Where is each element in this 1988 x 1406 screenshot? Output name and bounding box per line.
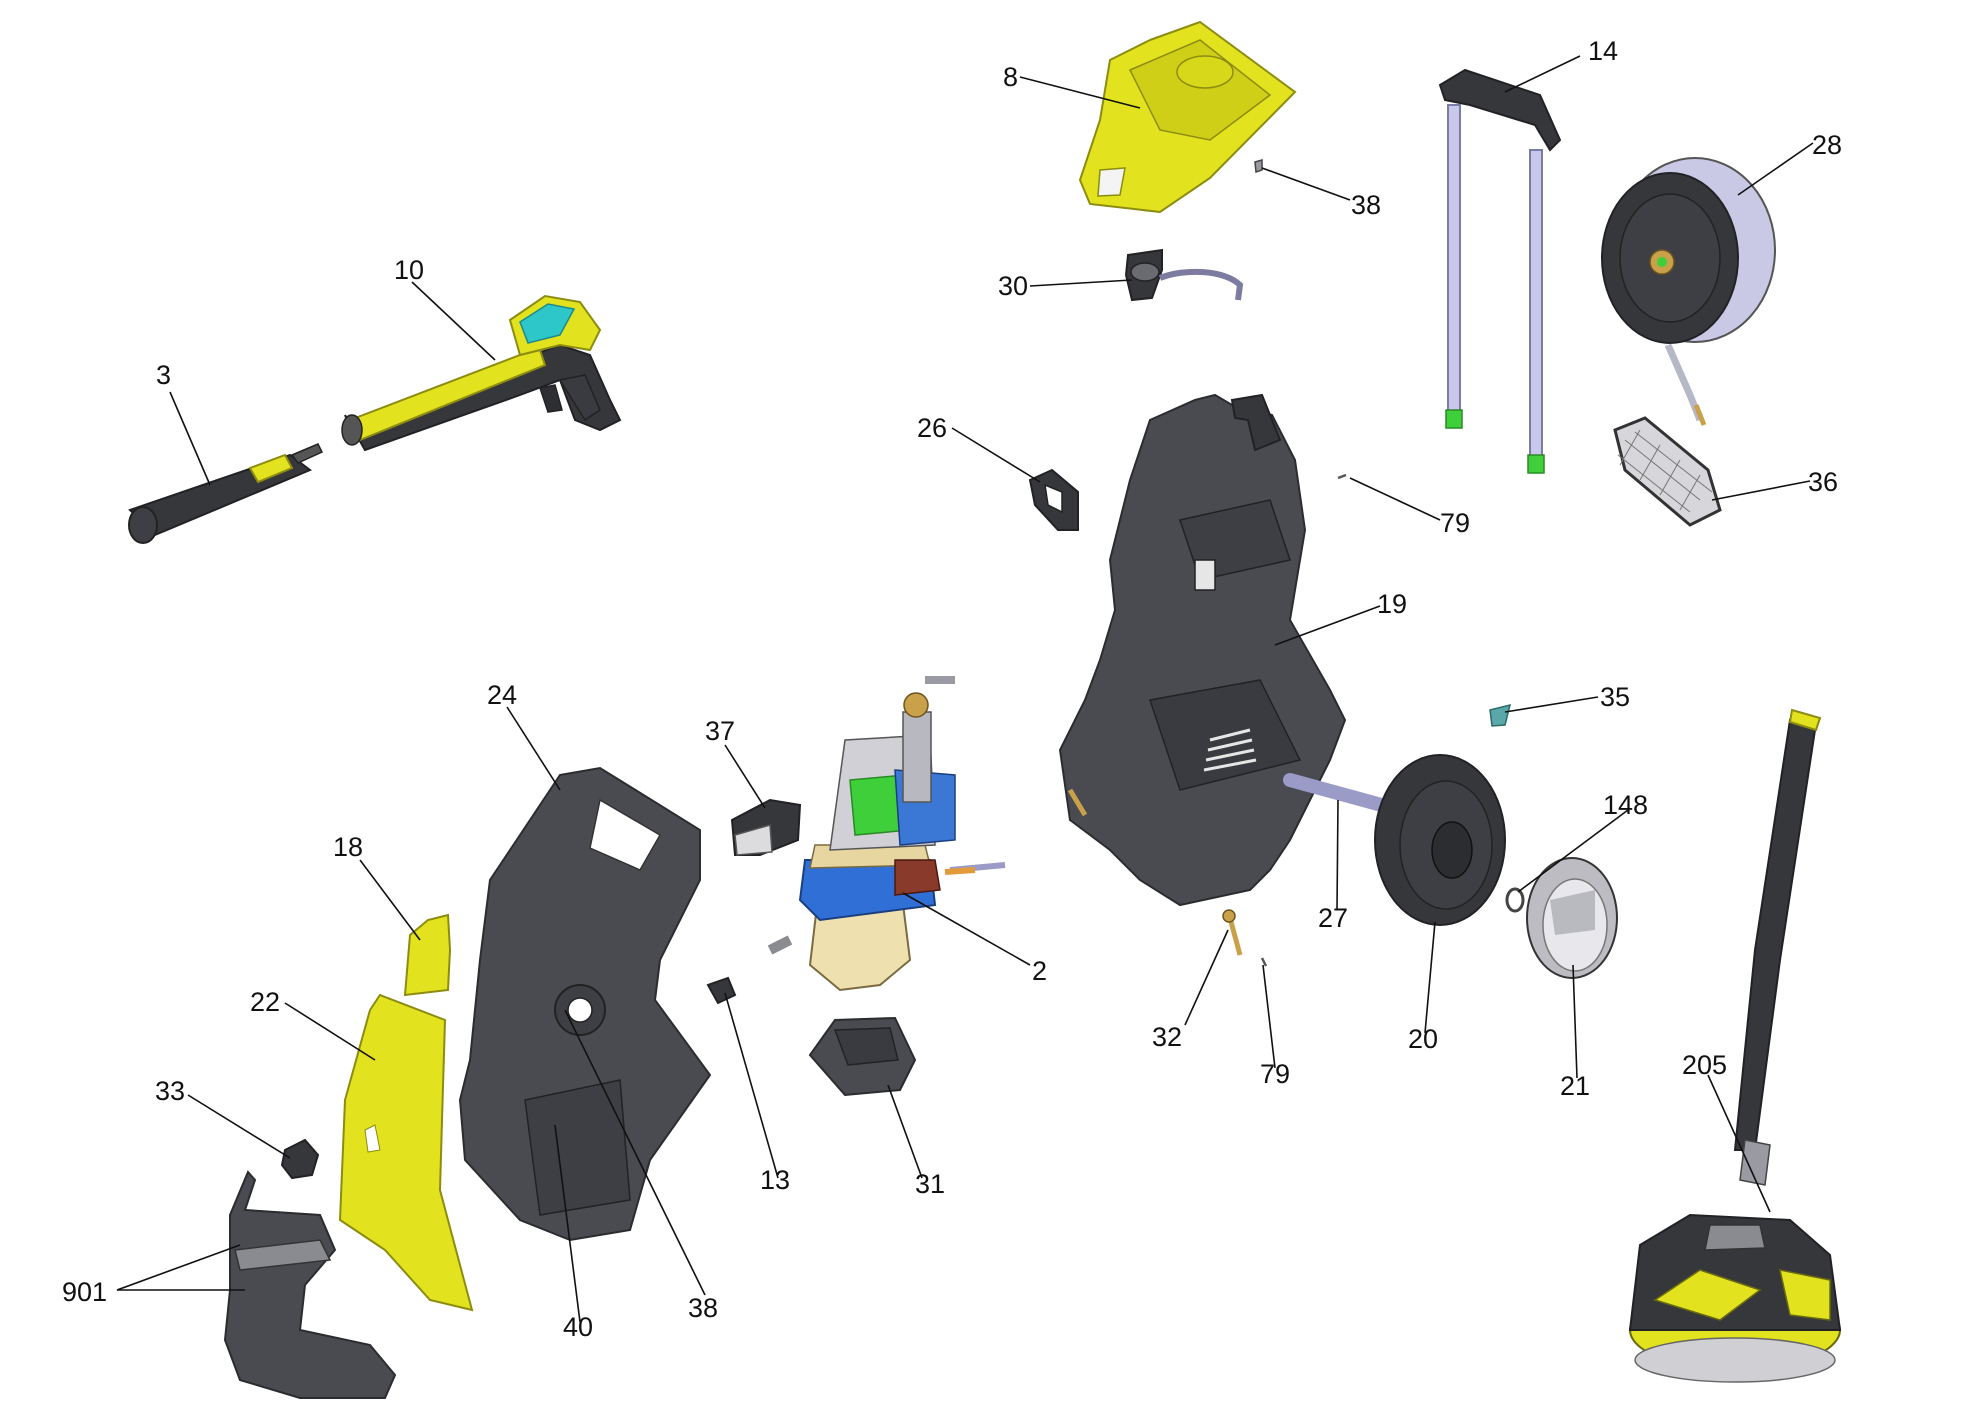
callout-2: 2 — [1032, 956, 1047, 986]
callout-32: 32 — [1152, 1022, 1182, 1052]
callout-148: 148 — [1603, 790, 1648, 820]
part-79-pin-top — [1337, 473, 1347, 480]
callout-30: 30 — [998, 271, 1028, 301]
callout-18: 18 — [333, 832, 363, 862]
part-20-wheel — [1374, 754, 1506, 926]
part-28-hose-reel — [1601, 157, 1776, 426]
callout-3: 3 — [156, 360, 171, 390]
part-19-rear-housing — [1058, 393, 1347, 907]
callout-37: 37 — [705, 716, 735, 746]
callout-205: 205 — [1682, 1050, 1727, 1080]
callout-28: 28 — [1812, 130, 1842, 160]
callout-13: 13 — [760, 1165, 790, 1195]
part-10-trigger-gun — [341, 294, 622, 452]
callout-79: 79 — [1440, 508, 1470, 538]
part-32-screw — [1067, 788, 1243, 956]
part-24-front-housing — [458, 766, 712, 1242]
part-205-surface-cleaner — [1628, 708, 1842, 1383]
part-14-handle — [1438, 68, 1562, 474]
part-33-knob — [280, 1138, 320, 1180]
part-38-clip-top — [1254, 159, 1263, 174]
part-30-connector — [1124, 248, 1244, 302]
callout-40: 40 — [563, 1312, 593, 1342]
callout-27: 27 — [1318, 903, 1348, 933]
callout-10: 10 — [394, 255, 424, 285]
part-13-plug — [706, 976, 737, 1005]
part-148-ring — [1505, 887, 1525, 913]
part-901-base-foot — [223, 1170, 397, 1399]
callout-38: 38 — [688, 1293, 718, 1323]
callout-901: 901 — [62, 1277, 107, 1307]
callout-36: 36 — [1808, 467, 1838, 497]
leader-lines — [116, 55, 1814, 1323]
callout-19: 19 — [1377, 589, 1407, 619]
callout-20: 20 — [1408, 1024, 1438, 1054]
callout-33: 33 — [155, 1076, 185, 1106]
callout-labels: 8 38 30 14 28 10 3 26 79 36 19 35 24 37 … — [62, 36, 1842, 1342]
part-26-bracket — [1028, 468, 1079, 531]
part-3-spray-lance — [128, 443, 324, 544]
part-21-hub-cap — [1526, 857, 1618, 979]
callout-21: 21 — [1560, 1071, 1590, 1101]
callout-26: 26 — [917, 413, 947, 443]
callout-8: 8 — [1003, 62, 1018, 92]
part-79-pin-bottom — [1260, 957, 1268, 967]
part-8-detergent-hood — [1078, 20, 1297, 214]
callout-79: 79 — [1260, 1059, 1290, 1089]
callout-35: 35 — [1600, 682, 1630, 712]
part-18-panel — [403, 913, 452, 997]
callout-22: 22 — [250, 987, 280, 1017]
callout-38: 38 — [1351, 190, 1381, 220]
part-2-motor-pump — [767, 676, 1006, 992]
part-31-base-cover — [808, 1016, 917, 1097]
callout-14: 14 — [1588, 36, 1618, 66]
part-36-mesh-filter — [1613, 416, 1722, 527]
callout-24: 24 — [487, 680, 517, 710]
part-37-cover — [730, 798, 802, 856]
callout-31: 31 — [915, 1169, 945, 1199]
part-22-side-panel — [338, 993, 474, 1312]
part-35-label — [1489, 703, 1512, 727]
